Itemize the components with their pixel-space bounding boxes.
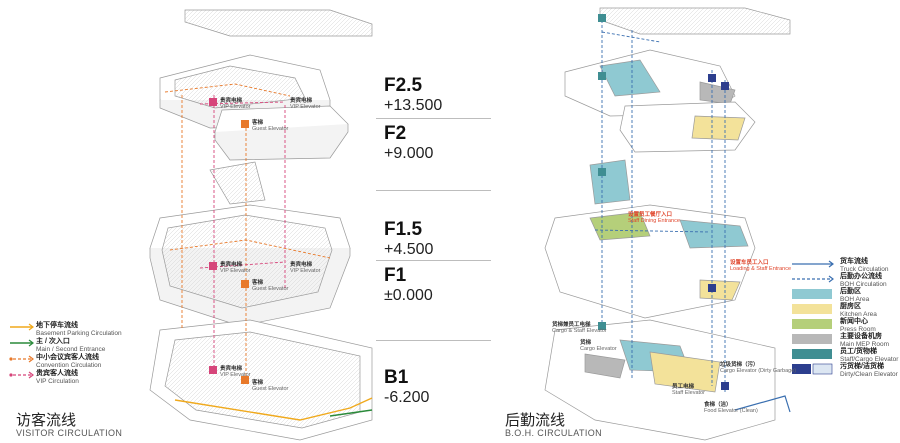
elevator-marker — [708, 74, 716, 82]
legend-item-parking: 地下停车流线 Basement Parking Circulation — [36, 322, 122, 337]
level-divider — [376, 118, 491, 119]
callout-dirty-cargo-elevator: 垃圾货梯（污）Cargo Elevator (Dirty Garbage) — [720, 362, 797, 374]
elevator-marker — [241, 280, 249, 288]
boh-circulation — [594, 20, 791, 413]
boh-panel-subtitle: B.O.H. CIRCULATION — [505, 428, 603, 438]
level-elevation: +9.000 — [384, 145, 434, 162]
level-divider — [376, 260, 491, 261]
visitor-panel-title: 访客流线 — [16, 412, 77, 429]
legend-item-vip: 贵宾客人流线 VIP Circulation — [36, 370, 79, 385]
boh-panel-title: 后勤流线 — [505, 412, 566, 429]
level-f15: F1.5 +4.500 — [384, 220, 496, 259]
legend-item-boh-area: 后勤区 BOH Area — [840, 288, 870, 303]
boh-stack — [544, 7, 791, 441]
elevator-marker — [241, 120, 249, 128]
level-name: B1 — [384, 367, 409, 388]
elevator-marker — [708, 284, 716, 292]
parking-route — [174, 397, 373, 421]
elevator-marker — [209, 262, 217, 270]
legend-item-mep: 主要设备机房 Main MEP Room — [840, 333, 890, 348]
elevator-marker — [598, 14, 606, 22]
legend-swatch-kitchen — [792, 304, 832, 314]
legend-item-truck: 货车流线 Truck Circulation — [840, 258, 889, 273]
level-f2: F2 +9.000 — [384, 124, 496, 163]
visitor-legend: 地下停车流线 Basement Parking Circulation 主 / … — [8, 322, 158, 386]
legend-item-staff-elevator: 员工/货物梯 Staff/Cargo Elevator — [840, 348, 899, 363]
elevator-marker — [598, 322, 606, 330]
visitor-legend-keys — [9, 323, 34, 379]
elevator-markers — [209, 14, 729, 390]
legend-item-dirty-clean-elevator: 污货梯/洁货梯 Dirty/Clean Elevator — [840, 363, 898, 378]
level-divider — [376, 190, 491, 191]
level-divider — [376, 340, 491, 341]
elevator-marker — [209, 98, 217, 106]
legend-swatch-press — [792, 319, 832, 329]
visitor-stack — [149, 9, 373, 441]
boh-legend: 货车流线 Truck Circulation 后勤办公流线 BOH Circul… — [790, 258, 898, 378]
level-elevation: -6.200 — [384, 389, 430, 406]
visitor-circulation — [164, 83, 373, 421]
elevator-marker — [721, 382, 729, 390]
level-f1: F1 ±0.000 — [384, 266, 496, 305]
legend-item-entrance: 主 / 次入口 Main / Second Entrance — [36, 338, 106, 353]
level-f25: F2.5 +13.500 — [384, 76, 496, 115]
legend-item-press: 新闻中心 Press Room — [840, 318, 876, 333]
legend-swatch-mep — [792, 334, 832, 344]
boh-legend-keys — [792, 260, 834, 375]
elevator-marker — [209, 366, 217, 374]
legend-item-boh-route: 后勤办公流线 BOH Circulation — [840, 273, 887, 288]
level-elevation: +4.500 — [384, 241, 434, 258]
level-name: F2.5 — [384, 75, 423, 96]
elevator-marker — [241, 376, 249, 384]
level-b1: B1 -6.200 — [384, 368, 496, 407]
floor-f15-plate — [209, 161, 266, 205]
elevator-marker — [721, 82, 729, 90]
legend-item-kitchen: 厨房区 Kitchen Area — [840, 303, 877, 318]
truck-route — [734, 395, 791, 413]
elevator-marker — [598, 72, 606, 80]
legend-swatch-staff-elevator — [792, 349, 832, 359]
legend-swatch-dirty-elevator — [792, 364, 811, 374]
level-name: F1 — [384, 265, 407, 286]
boh-floor-f15 — [589, 159, 631, 205]
callout-food-elevator: 食梯（洁）Food Elevator (Clean) — [704, 402, 758, 414]
level-name: F1.5 — [384, 219, 423, 240]
boh-roof-plate — [599, 7, 791, 35]
visitor-panel-subtitle: VISITOR CIRCULATION — [16, 428, 123, 438]
legend-item-convention: 中小会议宾客人流线 Convention Circulation — [36, 354, 102, 369]
level-elevation: +13.500 — [384, 97, 443, 114]
legend-swatch-clean-elevator — [812, 363, 833, 375]
elevator-marker — [598, 168, 606, 176]
roof-plate — [184, 9, 373, 37]
level-elevation: ±0.000 — [384, 287, 433, 304]
legend-swatch-boh — [792, 289, 832, 299]
level-name: F2 — [384, 123, 407, 144]
